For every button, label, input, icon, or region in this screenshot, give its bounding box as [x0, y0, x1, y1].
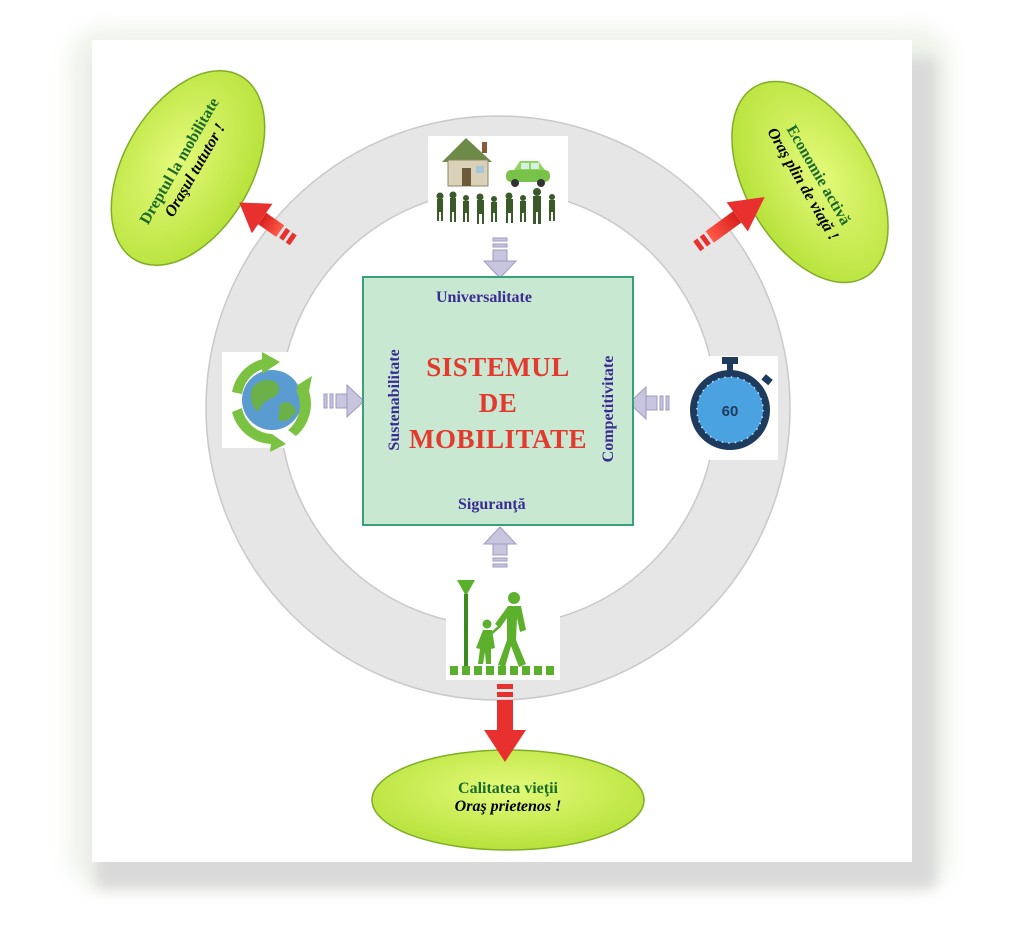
- inner-arrow-right: [628, 385, 670, 421]
- inner-arrow-left: [323, 383, 365, 419]
- label-safety: Siguranţă: [458, 496, 526, 513]
- oval-bottom-line1: Calitatea vieţii: [458, 780, 558, 797]
- label-universality: Universalitate: [436, 289, 532, 306]
- inner-arrow-top: [482, 237, 518, 279]
- house-car-people-icon: [428, 136, 568, 236]
- oval-bottom-line2: Oraş prietenos !: [454, 798, 562, 815]
- label-competitiveness: Competitivitate: [600, 355, 617, 463]
- stopwatch-value: 60: [722, 403, 739, 420]
- mobility-system-box: SISTEMUL DE MOBILITATE: [362, 276, 634, 526]
- stopwatch-icon: [682, 356, 778, 460]
- label-sustainability: Sustenabilitate: [386, 349, 403, 451]
- center-title-line-3: MOBILITATE: [408, 424, 588, 454]
- center-title-line-1: SISTEMUL: [426, 352, 570, 382]
- center-title-line-2: DE: [478, 388, 518, 418]
- red-arrow-right: [693, 196, 765, 252]
- red-arrow-bottom: [484, 684, 526, 762]
- inner-arrow-bottom: [482, 526, 518, 568]
- red-arrow-left: [239, 202, 297, 246]
- oval-left: [110, 70, 266, 266]
- pedestrian-crossing-icon: [446, 576, 560, 680]
- recycling-globe-icon: [222, 352, 320, 452]
- oval-bottom-text: Calitatea vieţii Oraş prietenos !: [408, 780, 608, 816]
